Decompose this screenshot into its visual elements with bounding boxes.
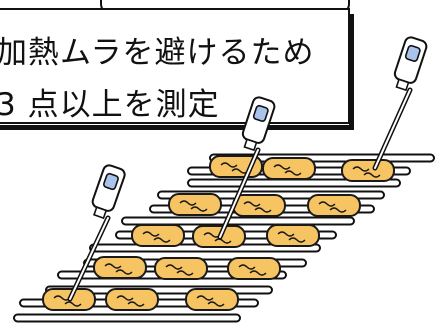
food-texture bbox=[220, 162, 238, 168]
caption-line-1: 加熱ムラを避けるため bbox=[0, 35, 315, 71]
probe-head bbox=[91, 164, 126, 220]
food-item-icon bbox=[168, 193, 222, 216]
food-texture bbox=[179, 200, 197, 206]
food-texture bbox=[273, 164, 291, 170]
thermometer-probe-icon bbox=[372, 36, 428, 171]
food-texture bbox=[363, 172, 381, 178]
food-item-icon bbox=[307, 194, 361, 217]
food-texture bbox=[329, 207, 347, 213]
caption-line-2: 3 点以上を測定 bbox=[0, 87, 220, 123]
food-texture bbox=[207, 301, 225, 307]
food-item-icon bbox=[185, 288, 239, 311]
food-texture bbox=[238, 264, 256, 270]
food-texture bbox=[190, 206, 208, 212]
thermometer-probe-icon bbox=[67, 164, 126, 302]
probe-head bbox=[241, 96, 276, 152]
food-texture bbox=[288, 237, 306, 243]
food-texture bbox=[165, 264, 183, 270]
food-texture bbox=[153, 237, 171, 243]
food-texture bbox=[214, 238, 232, 244]
rack-bar bbox=[13, 313, 241, 323]
food-texture bbox=[142, 231, 160, 237]
thermometer-probes bbox=[67, 36, 428, 302]
food-texture bbox=[277, 231, 295, 237]
probe-neck bbox=[93, 206, 108, 220]
probe-stem bbox=[374, 89, 411, 169]
food-texture bbox=[104, 263, 122, 269]
food-texture bbox=[243, 201, 261, 207]
food-texture bbox=[176, 270, 194, 276]
food-texture bbox=[249, 270, 267, 276]
food-item-icon bbox=[154, 257, 208, 280]
food-item-icon bbox=[262, 157, 316, 180]
probe-neck bbox=[395, 78, 410, 92]
probe-neck bbox=[243, 138, 258, 152]
probe-stem bbox=[219, 149, 259, 238]
food-item-icon bbox=[105, 288, 159, 311]
food-texture bbox=[64, 301, 82, 307]
food-item-icon bbox=[131, 224, 185, 247]
food-item-icon bbox=[232, 194, 286, 217]
probe-screen bbox=[404, 44, 421, 62]
probe-stem bbox=[69, 217, 109, 300]
food-texture bbox=[318, 201, 336, 207]
food-texture bbox=[352, 166, 370, 172]
probe-head bbox=[393, 36, 428, 92]
caption-shadow bbox=[0, 14, 354, 130]
food-texture bbox=[116, 295, 134, 301]
rack-bar bbox=[121, 216, 355, 226]
food-texture bbox=[196, 295, 214, 301]
food-texture bbox=[115, 269, 133, 275]
food-texture bbox=[254, 207, 272, 213]
food-item-icon bbox=[227, 257, 281, 280]
food-item-icon bbox=[341, 159, 395, 182]
probe-screen bbox=[103, 172, 119, 191]
food-item-icon bbox=[266, 224, 320, 247]
food-texture bbox=[127, 301, 145, 307]
food-item-icon bbox=[93, 256, 147, 279]
caption-box: 加熱ムラを避けるため 3 点以上を測定 bbox=[0, 8, 350, 124]
thermometer-probe-icon bbox=[217, 96, 276, 240]
food-texture bbox=[284, 170, 302, 176]
probe-screen bbox=[252, 104, 269, 122]
